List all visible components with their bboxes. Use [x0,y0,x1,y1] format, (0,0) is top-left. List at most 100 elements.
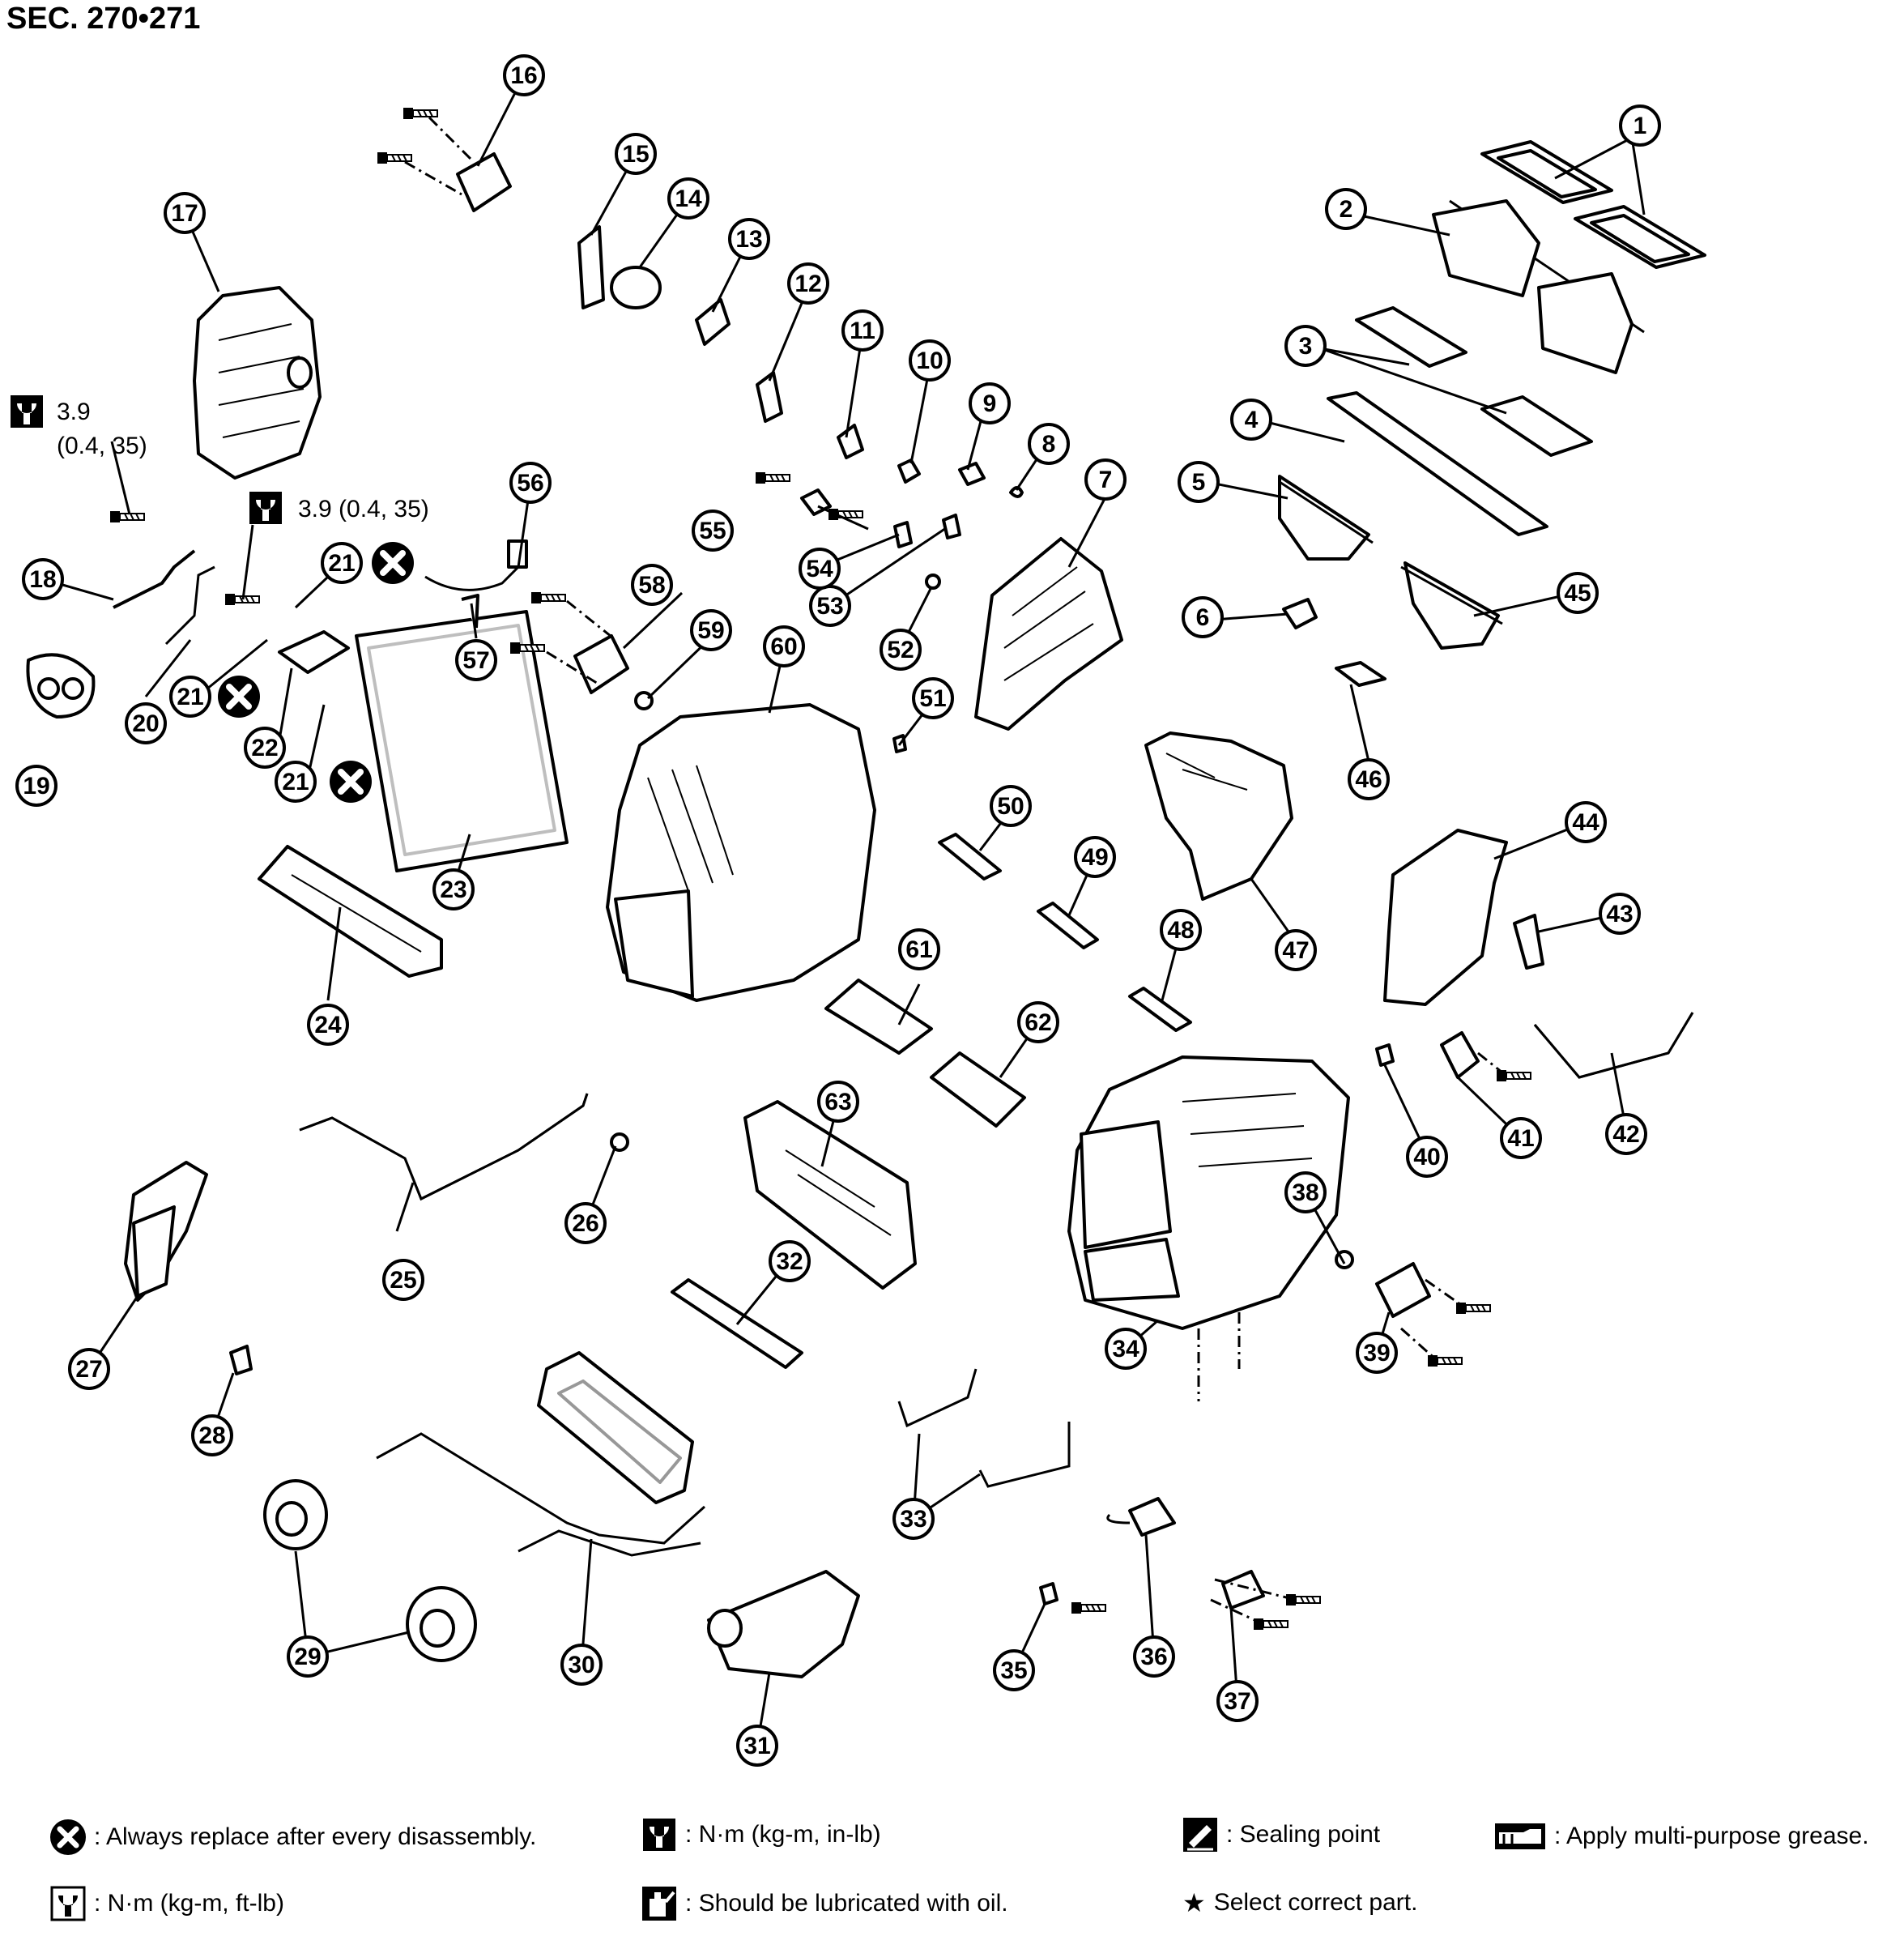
callout-41: 41 [1500,1117,1542,1159]
x-circle-icon [372,542,414,584]
callout-20: 20 [125,702,167,744]
legend-sealing: : Sealing point [1182,1817,1380,1853]
callout-label: 36 [1140,1644,1167,1670]
callout-44: 44 [1565,801,1607,843]
callout-5: 5 [1178,461,1220,503]
callout-33: 33 [892,1498,935,1540]
x-circle-icon [50,1819,86,1855]
callout-label: 21 [282,769,309,795]
callout-label: 24 [314,1012,342,1038]
callout-label: 21 [177,684,203,710]
callout-label: 50 [997,793,1024,820]
callout-label: 48 [1167,917,1194,944]
torque-wrench-icon [11,395,43,428]
callout-label: 44 [1572,809,1599,836]
callout-label: 9 [983,390,997,417]
callout-2: 2 [1325,188,1367,230]
grease-icon [1495,1823,1545,1849]
callout-label: 39 [1363,1340,1390,1367]
legend-grease-text: : Apply multi-purpose grease. [1554,1823,1869,1849]
callout-40: 40 [1406,1136,1448,1178]
callout-27: 27 [68,1348,110,1390]
torque-wrench-in-lb-icon [643,1819,675,1851]
callout-37: 37 [1216,1680,1259,1722]
callout-label: 43 [1606,901,1633,927]
callout-label: 40 [1413,1144,1440,1171]
callout-label: 53 [816,593,843,620]
callout-label: 33 [900,1506,926,1533]
callout-18: 18 [22,558,64,600]
callout-label: 34 [1112,1336,1139,1362]
callout-57: 57 [455,639,497,681]
callout-58: 58 [631,564,673,606]
callout-49: 49 [1074,836,1116,878]
callout-22: 22 [244,727,286,769]
legend-torque-in-lb: : N·m (kg-m, in-lb) [641,1817,881,1853]
callout-label: 23 [440,876,466,903]
oil-can-icon [642,1887,676,1921]
callout-47: 47 [1275,929,1317,971]
legend-torque-ft-lb-text: : N·m (kg-m, ft-lb) [94,1890,284,1917]
callout-label: 55 [699,518,726,544]
callout-label: 20 [132,710,159,737]
callout-56: 56 [509,462,552,504]
callout-label: 14 [675,185,702,212]
callout-label: 1 [1634,113,1647,139]
callout-13: 13 [728,218,770,260]
callout-8: 8 [1028,423,1070,465]
callout-label: 4 [1245,407,1259,433]
callout-28: 28 [191,1414,233,1456]
callout-32: 32 [769,1240,811,1282]
callout-label: 62 [1024,1009,1051,1036]
callout-label: 38 [1292,1179,1318,1206]
callout-24: 24 [307,1004,349,1046]
callout-12: 12 [787,262,829,305]
callout-19: 19 [15,765,58,807]
callout-label: 3 [1299,333,1313,360]
callout-label: 61 [905,936,932,963]
callout-21: 21 [169,676,211,718]
callout-1: 1 [1619,104,1661,147]
callout-48: 48 [1160,909,1202,951]
callout-7: 7 [1084,458,1127,501]
torque-spec-a: 3.9 (0.4, 35) [11,395,147,459]
legend-torque-in-lb-text: : N·m (kg-m, in-lb) [685,1821,881,1848]
callout-label: 42 [1612,1121,1639,1148]
callout-label: 32 [776,1248,803,1275]
x-circle-icon [218,676,260,718]
callout-label: 51 [919,685,946,712]
callout-63: 63 [817,1081,859,1123]
callout-30: 30 [560,1644,603,1686]
callout-label: 7 [1099,467,1113,493]
legend-oil: : Should be lubricated with oil. [641,1886,1008,1921]
legend-sealing-text: : Sealing point [1226,1821,1381,1848]
callout-6: 6 [1182,596,1224,638]
legend-grease: : Apply multi-purpose grease. [1494,1823,1869,1850]
callout-35: 35 [993,1649,1035,1691]
callout-label: 46 [1355,766,1382,793]
callout-52: 52 [880,629,922,671]
callout-label: 37 [1224,1688,1250,1715]
callout-label: 27 [75,1356,102,1383]
torque-wrench-icon [249,492,282,524]
callout-51: 51 [912,677,954,719]
callout-label: 35 [1000,1657,1027,1684]
callout-label: 6 [1196,604,1210,631]
callout-62: 62 [1017,1001,1059,1043]
callout-label: 54 [806,556,833,582]
section-title: SEC. 270•271 [6,2,201,36]
callout-3: 3 [1284,325,1327,367]
callout-16: 16 [503,54,545,96]
callout-43: 43 [1599,893,1641,935]
torque-spec-b-value: 3.9 (0.4, 35) [298,496,429,522]
callout-9: 9 [969,382,1011,424]
callout-60: 60 [763,625,805,667]
callout-layer: 1234567891011121314151617181920212121222… [15,54,1661,1767]
callout-label: 10 [916,348,943,374]
callout-label: 41 [1507,1125,1534,1152]
callout-label: 17 [171,200,198,227]
star-icon: ★ [1182,1888,1206,1917]
callout-53: 53 [809,585,851,627]
torque-spec-a-value: 3.9 [57,399,91,425]
callout-label: 29 [294,1644,321,1670]
